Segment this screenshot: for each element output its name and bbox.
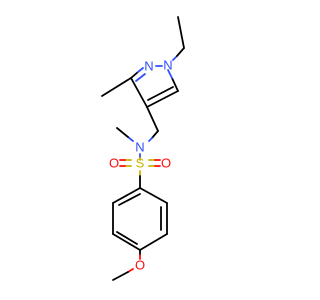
bond-ar3: [139, 233, 168, 251]
atom-label-o-right: O: [161, 156, 171, 171]
benzene-ring: [112, 187, 168, 251]
bond-n-methyl-n-part: [127, 136, 134, 142]
atom-label-n2: N: [144, 59, 153, 74]
bond-o-ch3: [112, 271, 129, 281]
bond-c3-n2: [130, 71, 139, 79]
atom-label-o-methoxy: O: [135, 258, 145, 273]
atom-label-n1: N: [163, 58, 172, 73]
bond-ch2-n: [151, 130, 159, 139]
bond-c5-c4: [146, 90, 179, 108]
bond-n1-ch2: [176, 47, 185, 57]
bond-ch2-n-n-part: [148, 137, 153, 142]
bond-ch2-ch3: [177, 16, 185, 49]
pyrazole-ring: [130, 65, 179, 108]
bond-ar6: [112, 187, 141, 204]
bond-c3-n2-double: [135, 73, 146, 82]
bond-c4-c3: [130, 77, 148, 108]
atom-label-s: S: [136, 156, 145, 171]
bond-n-methyl: [116, 127, 129, 138]
bond-ar-inner3: [118, 193, 141, 206]
bond-n1-c5: [171, 77, 179, 92]
bond-c3-methyl: [101, 77, 132, 97]
ethyl-group: [172, 16, 185, 61]
bond-n1-c5-n-part: [167, 69, 173, 79]
bond-c3-n2-n-part: [137, 67, 144, 73]
bond-ar4: [112, 233, 141, 251]
bond-o-ch3-o-part: [127, 268, 134, 273]
bond-ar1: [139, 187, 168, 204]
molecule-structure-diagram: N N N S O O O: [101, 16, 185, 281]
atom-label-o-left: O: [109, 156, 119, 171]
bond-ar-inner2: [116, 231, 138, 245]
bond-c4-ch2: [146, 106, 159, 132]
atom-label-n-sulfonamide: N: [135, 140, 144, 155]
bond-n1-ch2-n-part: [172, 55, 178, 61]
bond-c5-c4-double: [147, 86, 174, 101]
